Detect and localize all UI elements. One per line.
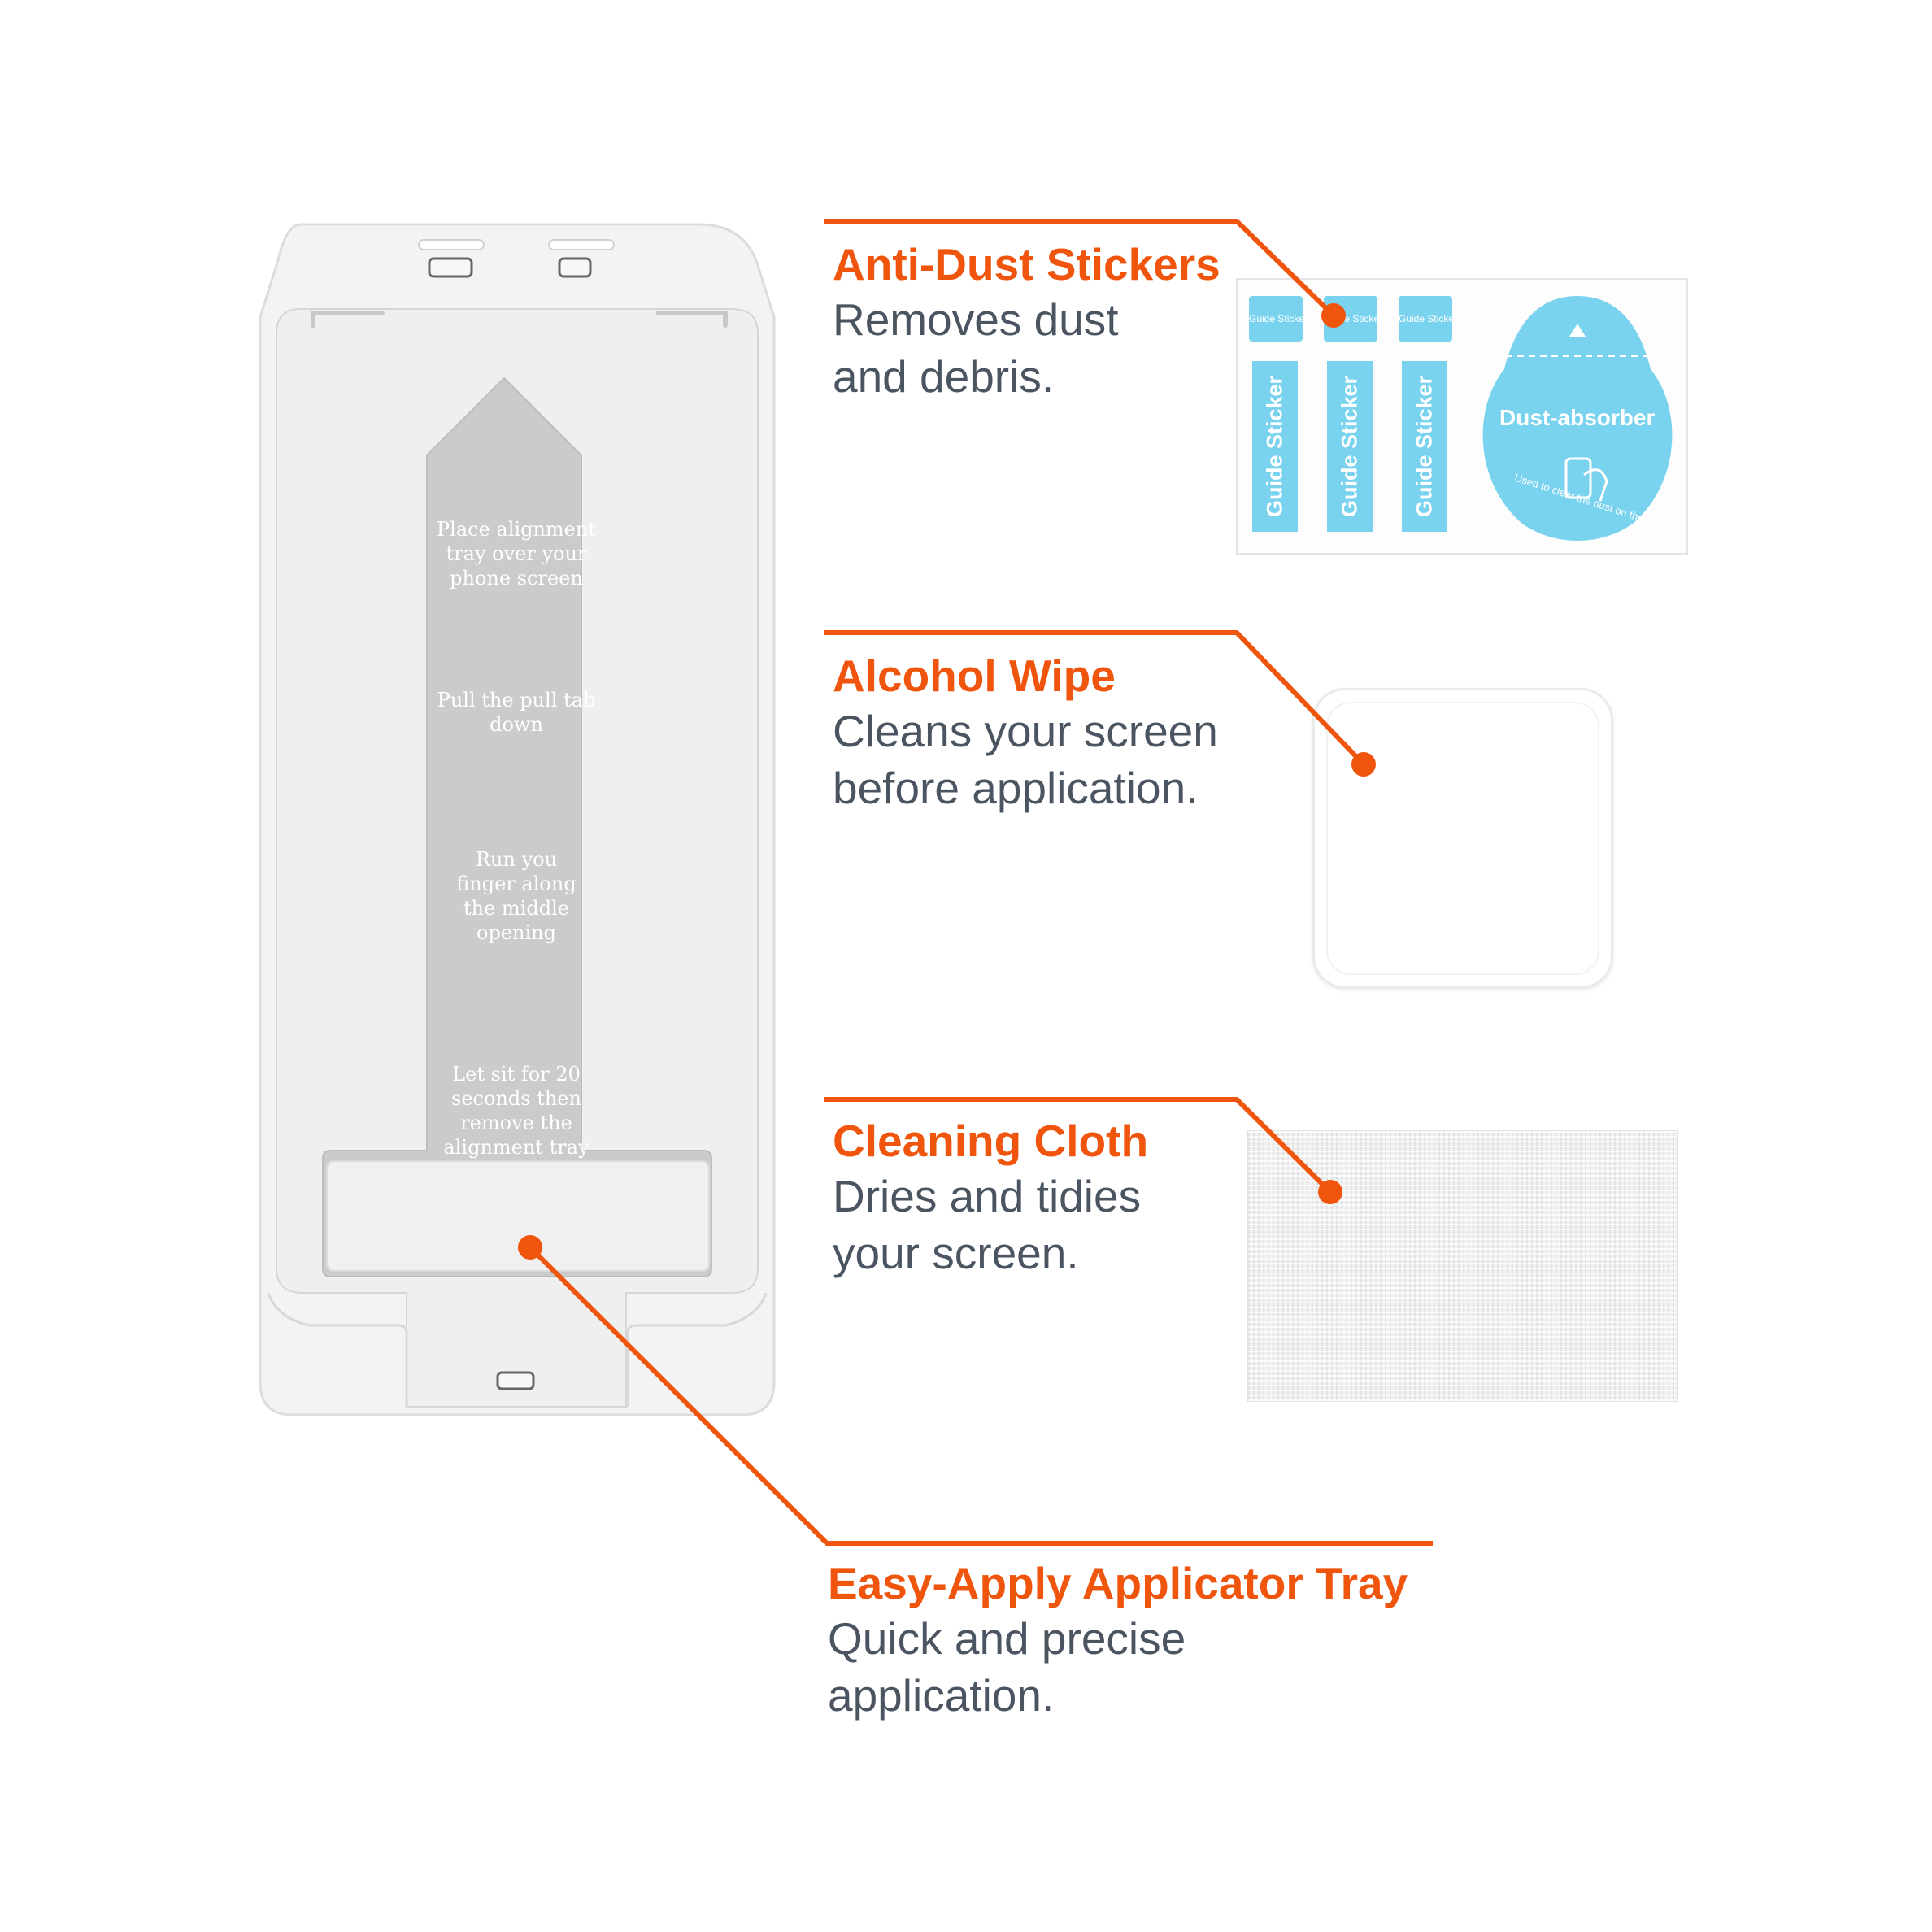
- callout-title: Easy-Apply Applicator Tray: [828, 1558, 1408, 1608]
- callout-desc-line-1: Removes dust: [833, 294, 1119, 345]
- callout-title: Cleaning Cloth: [833, 1116, 1149, 1166]
- dust-absorber-sticker: [1482, 296, 1673, 541]
- tray-instruction-4: Let sit for 20 seconds then remove the a…: [443, 1063, 590, 1159]
- callout-cleaning-cloth: Cleaning Cloth Dries and tidies your scr…: [833, 1114, 1148, 1281]
- callout-alcohol-wipe: Alcohol Wipe Cleans your screen before a…: [833, 649, 1218, 816]
- guide-sticker-strip-3: Guide Sticker: [1402, 361, 1447, 532]
- anti-dust-sticker-sheet: Guide Sticker Guide Sticker Guide Sticke…: [1236, 278, 1688, 555]
- tray-instruction-1: Place alignment tray over your phone scr…: [437, 518, 596, 590]
- callout-title: Alcohol Wipe: [833, 651, 1116, 701]
- applicator-tray-image: [259, 223, 776, 1416]
- hand-wipe-icon: [1564, 457, 1608, 502]
- callout-title: Anti-Dust Stickers: [833, 239, 1221, 289]
- callout-applicator-tray: Easy-Apply Applicator Tray Quick and pre…: [828, 1556, 1408, 1724]
- guide-sticker-tab-1: Guide Sticker: [1249, 296, 1303, 342]
- callout-desc-line-2: your screen.: [833, 1228, 1079, 1278]
- dust-absorber-label: Dust-absorber: [1499, 405, 1656, 430]
- guide-sticker-tab-2: Guide Sticker: [1324, 296, 1377, 342]
- callout-desc-line-2: application.: [828, 1670, 1055, 1721]
- callout-desc-line-2: and debris.: [833, 351, 1055, 402]
- callout-desc-line-1: Quick and precise: [828, 1613, 1186, 1664]
- alcohol-wipe-image: [1312, 688, 1613, 989]
- callout-desc-line-2: before application.: [833, 763, 1199, 813]
- cleaning-cloth-image: [1247, 1130, 1678, 1402]
- guide-sticker-tab-3: Guide Sticker: [1399, 296, 1452, 342]
- tray-instruction-2: Pull the pull tab down: [437, 689, 596, 736]
- arrow-up-icon: [1569, 324, 1586, 337]
- callout-desc-line-1: Cleans your screen: [833, 706, 1218, 756]
- guide-sticker-strip-1: Guide Sticker: [1252, 361, 1298, 532]
- callout-desc-line-1: Dries and tidies: [833, 1171, 1142, 1221]
- guide-sticker-strip-2: Guide Sticker: [1327, 361, 1373, 532]
- callout-anti-dust: Anti-Dust Stickers Removes dust and debr…: [833, 237, 1221, 405]
- tray-instruction-3: Run you finger along the middle opening: [456, 848, 577, 944]
